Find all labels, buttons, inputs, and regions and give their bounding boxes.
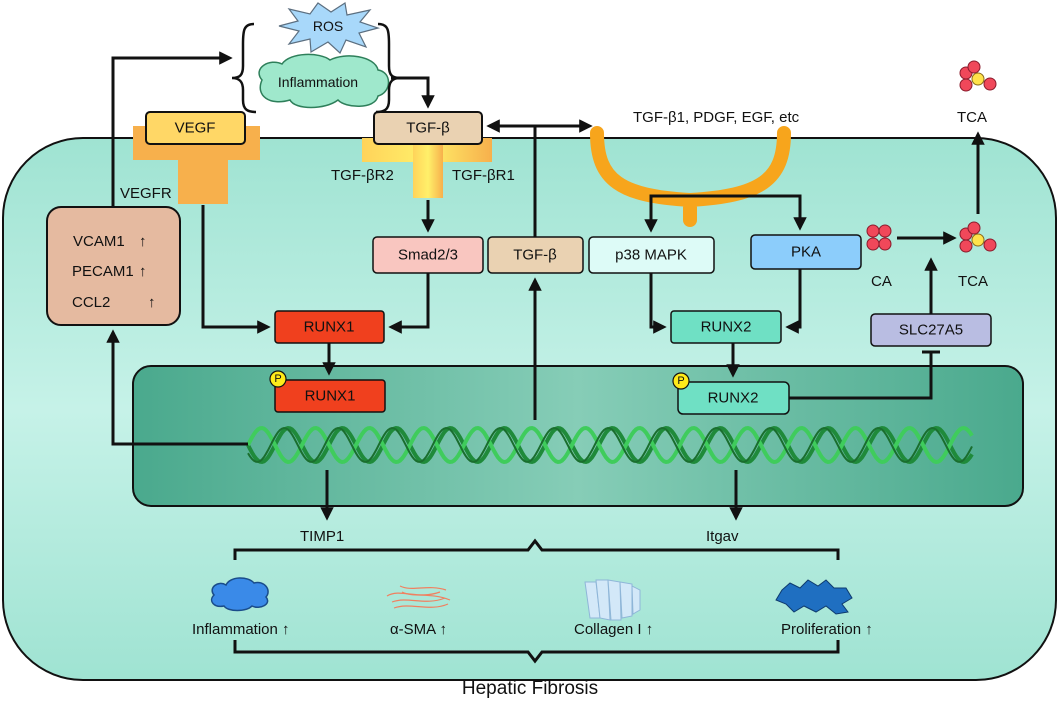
arrow-y-to-pka xyxy=(690,194,807,231)
tca-outside-molecule xyxy=(959,60,997,92)
proliferation-cells-icon xyxy=(775,579,853,615)
ca-label: CA xyxy=(871,273,892,290)
runx1-phospho-circle xyxy=(269,370,287,388)
dna-helix xyxy=(246,425,974,465)
vcam1-label: VCAM1 xyxy=(73,233,125,250)
outcome-proliferation: Proliferation ↑ xyxy=(781,621,873,638)
inflammation-cloud-label: Inflammation xyxy=(278,74,358,90)
tca-inside-label: TCA xyxy=(958,273,988,290)
growth-factors-label: TGF-β1, PDGF, EGF, etc xyxy=(633,109,800,126)
outcome-inflammation: Inflammation ↑ xyxy=(192,621,290,638)
arrow-pka-to-runx2 xyxy=(785,269,802,334)
arrow-y-to-p38 xyxy=(644,194,690,233)
runx1-phospho-label: P xyxy=(274,373,281,385)
arrow-vegfr-to-runx1 xyxy=(201,205,271,334)
pka-box xyxy=(750,234,862,270)
vcam1-arrow: ↑ xyxy=(139,233,147,250)
runx2-phospho-label: P xyxy=(677,375,684,387)
arrow-bracket-to-tgfb xyxy=(391,76,435,109)
ros-starburst xyxy=(278,2,381,54)
ros-label: ROS xyxy=(313,18,343,34)
itgav-label: Itgav xyxy=(706,528,739,545)
footer-title: Hepatic Fibrosis xyxy=(462,678,598,699)
timp1-label: TIMP1 xyxy=(300,528,344,545)
runx2-box xyxy=(670,310,782,344)
right-bracket xyxy=(375,22,401,114)
slc27a5-label: SLC27A5 xyxy=(899,322,963,339)
asma-fibers-icon xyxy=(386,585,451,609)
outcome-collagen: Collagen I ↑ xyxy=(574,621,653,638)
smad-label: Smad2/3 xyxy=(398,247,458,264)
ca-molecule xyxy=(866,224,892,251)
arrow-dna-to-adhesion xyxy=(106,329,248,446)
tgfb-ligand-box xyxy=(373,111,483,145)
runx2-phospho-circle xyxy=(672,372,690,390)
runx1-label: RUNX1 xyxy=(304,319,355,336)
vegfr-label: VEGFR xyxy=(120,185,172,202)
ccl2-arrow: ↑ xyxy=(148,294,156,311)
runx2-p-label: RUNX2 xyxy=(708,390,759,407)
vegf-box xyxy=(145,111,246,145)
vegf-label: VEGF xyxy=(175,120,216,137)
runx1-p-box xyxy=(274,379,386,413)
tca-outside-label: TCA xyxy=(957,109,987,126)
arrow-p38-to-runx2 xyxy=(649,273,667,334)
lower-brace xyxy=(233,640,840,664)
pka-label: PKA xyxy=(791,244,821,261)
tgfb-cyto-label: TGF-β xyxy=(513,247,557,264)
left-bracket xyxy=(231,22,257,114)
collagen-fibrils-icon xyxy=(584,579,641,621)
pecam1-arrow: ↑ xyxy=(139,263,147,280)
y-receptor xyxy=(590,126,791,227)
upper-brace xyxy=(233,538,840,560)
inflammation-cloud-icon xyxy=(210,577,269,612)
p38-label: p38 MAPK xyxy=(615,247,687,264)
ccl2-label: CCL2 xyxy=(72,294,110,311)
arrow-adhesion-to-bracket xyxy=(111,51,233,207)
tgfb-ligand-label: TGF-β xyxy=(406,120,450,137)
tgfbr2-label: TGF-βR2 xyxy=(331,167,394,184)
tgfbr1-label: TGF-βR1 xyxy=(452,167,515,184)
pecam1-label: PECAM1 xyxy=(72,263,134,280)
runx1-p-label: RUNX1 xyxy=(305,388,356,405)
tca-inside-molecule xyxy=(959,221,997,253)
inflammation-cloud xyxy=(258,53,390,109)
runx2-label: RUNX2 xyxy=(701,319,752,336)
outcome-asma: α-SMA ↑ xyxy=(390,621,447,638)
inhibit-runx2-slc27a5 xyxy=(789,353,933,400)
arrow-smad-to-runx1 xyxy=(388,273,430,334)
